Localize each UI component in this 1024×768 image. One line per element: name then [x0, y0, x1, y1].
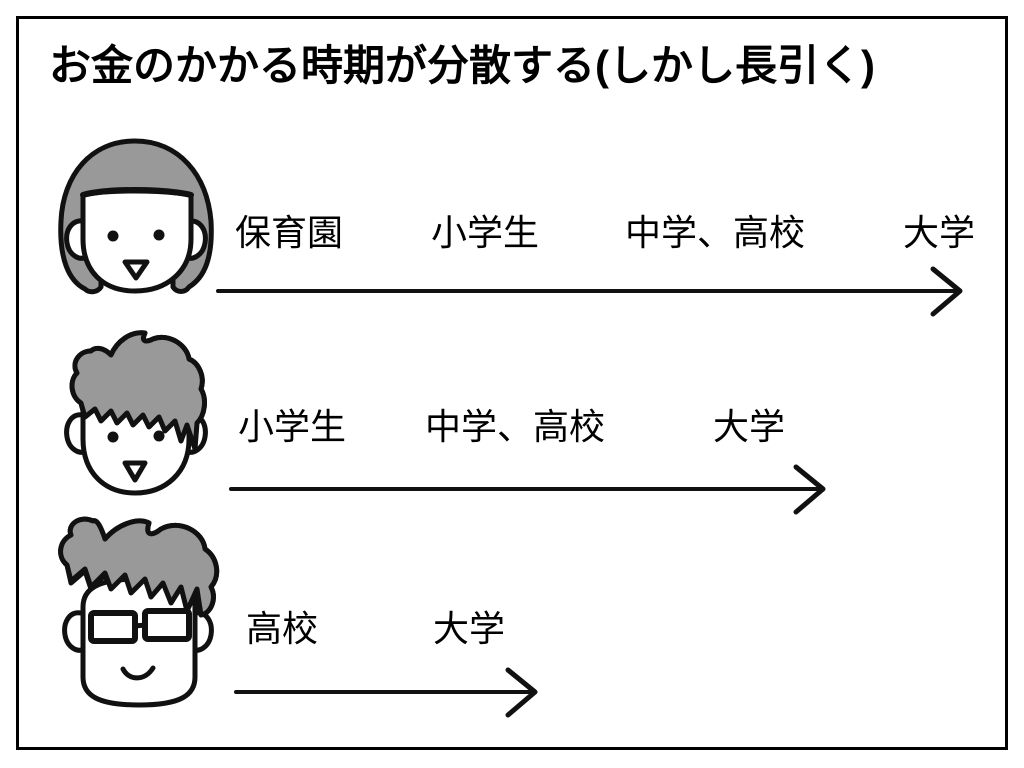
- timeline-arrow-short: [234, 667, 538, 718]
- mouth: [122, 460, 148, 483]
- timeline-row: 高校 大学: [19, 509, 1005, 718]
- teen-face-glasses-avatar: [45, 509, 225, 709]
- stage-label: 高校: [246, 608, 319, 649]
- stage-label: 大学: [433, 608, 506, 649]
- stage-label: 大学: [713, 406, 786, 447]
- stage-label: 小学生: [431, 212, 540, 253]
- eye-left: [107, 431, 119, 443]
- timeline-row: 保育園 小学生 中学、高校 大学: [19, 135, 1005, 335]
- timeline-track: 保育園 小学生 中学、高校 大学: [19, 135, 1005, 335]
- eye-right: [153, 430, 165, 442]
- timeline-arrow-long: [216, 266, 963, 317]
- child-face-bobcut-avatar: [45, 135, 225, 335]
- stage-label: 保育園: [235, 212, 344, 253]
- stage-label: 中学、高校: [425, 406, 606, 447]
- glasses-icon: [88, 608, 192, 644]
- glasses-face-drawing: [58, 516, 220, 708]
- stage-label: 小学生: [238, 406, 347, 447]
- timeline-arrow-medium: [229, 464, 826, 515]
- timeline-track: 小学生 中学、高校 大学: [19, 319, 1005, 519]
- slide-title: お金のかかる時期が分散する(しかし長引く): [49, 42, 875, 89]
- timeline-track: 高校 大学: [19, 509, 1005, 718]
- child-face-spiky-avatar: [45, 319, 225, 519]
- stage-label: 大学: [903, 212, 976, 253]
- spiky-face-drawing: [64, 330, 208, 496]
- stage-label: 中学、高校: [625, 212, 806, 253]
- mouth: [120, 665, 156, 681]
- slide-canvas: お金のかかる時期が分散する(しかし長引く): [16, 16, 1008, 750]
- timeline-row: 小学生 中学、高校 大学: [19, 319, 1005, 519]
- mouth: [122, 259, 150, 281]
- bobcut-face-drawing: [58, 138, 214, 295]
- eye-right: [153, 229, 165, 241]
- eye-left: [107, 230, 119, 242]
